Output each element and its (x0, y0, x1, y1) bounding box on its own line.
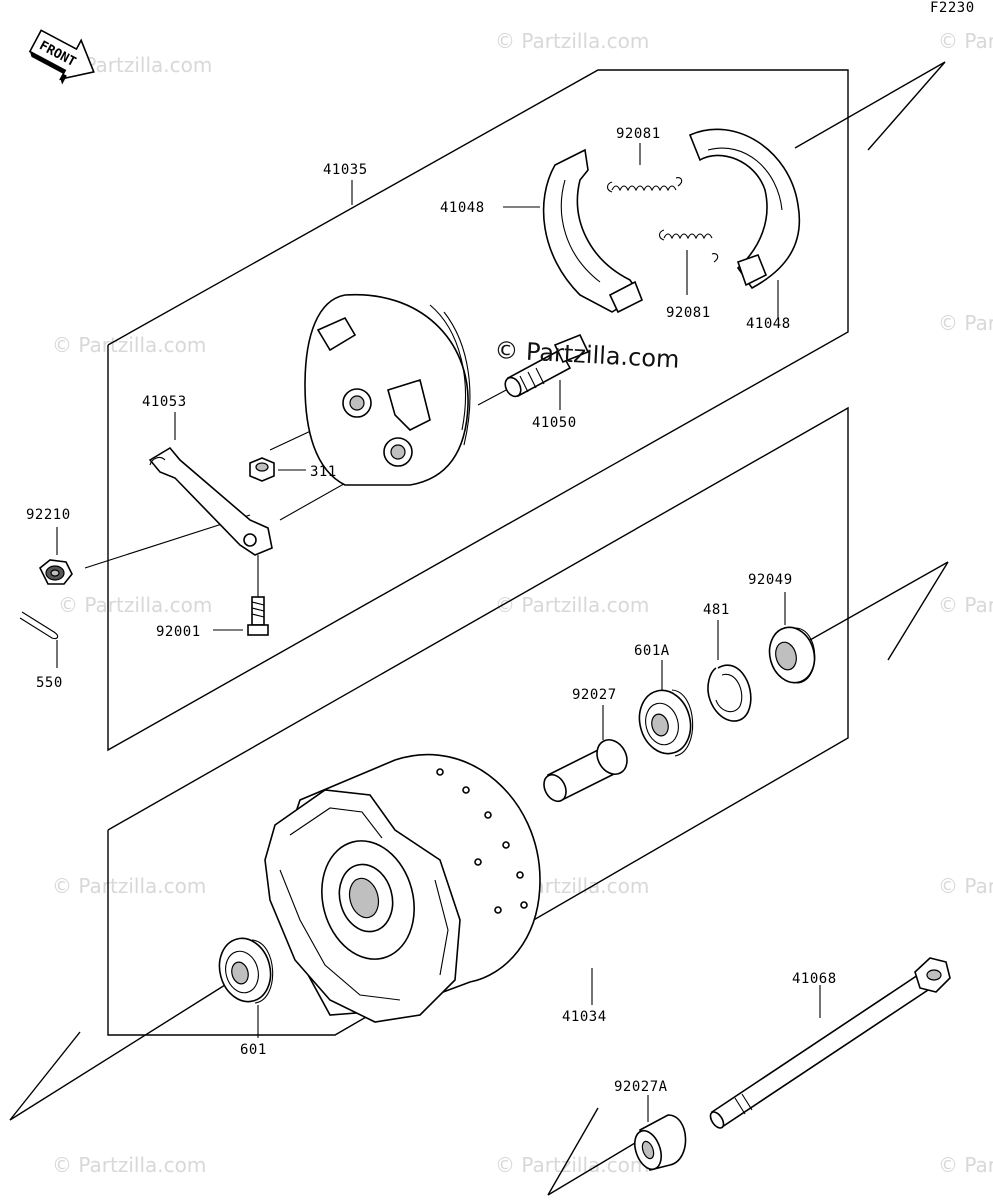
brake-shoe-left-41048 (542, 148, 644, 314)
spring-92081-bottom (658, 229, 719, 263)
label-41050[interactable]: 41050 (532, 415, 577, 431)
watermark: © Partzilla.com (52, 333, 206, 357)
label-92081-bottom[interactable]: 92081 (666, 305, 711, 321)
watermark: © Partzilla.com (52, 1153, 206, 1177)
nut-92210 (38, 559, 73, 585)
brake-lever-41053 (148, 446, 273, 556)
watermark: © Partzilla.com (938, 29, 993, 53)
brake-shoe-right-41048 (688, 128, 801, 290)
watermark: © Partzilla.com (495, 593, 649, 617)
label-92049[interactable]: 92049 (748, 572, 793, 588)
label-92027[interactable]: 92027 (572, 687, 617, 703)
label-550[interactable]: 550 (36, 675, 63, 691)
brake-cam-41050 (504, 333, 590, 398)
watermark: © Partzilla.com (938, 1153, 993, 1177)
collar-92027 (543, 739, 628, 803)
part-labels: 41035 41048 92081 92081 41048 41050 4105… (26, 126, 837, 1095)
oil-seal-92049 (768, 626, 816, 684)
label-41048-left[interactable]: 41048 (440, 200, 485, 216)
front-hub-41034 (264, 753, 541, 1023)
brake-panel-41035 (304, 293, 471, 486)
bearing-601 (218, 937, 274, 1004)
bolt-92001 (247, 596, 269, 636)
circlip-481 (707, 664, 752, 722)
label-481[interactable]: 481 (703, 602, 730, 618)
watermark: © Partzilla.com (938, 593, 993, 617)
label-601A[interactable]: 601A (634, 643, 670, 659)
watermark: © Partzilla.com (52, 874, 206, 898)
hub-group-outline (9, 406, 949, 1196)
watermark: © Partzilla.com (938, 311, 993, 335)
label-92001[interactable]: 92001 (156, 624, 201, 640)
watermark: © Partzilla.com (495, 1153, 649, 1177)
main-watermark: © Partzilla.com (494, 336, 680, 374)
brake-panel-group-outline (107, 61, 946, 752)
label-41034[interactable]: 41034 (562, 1009, 607, 1025)
label-92210[interactable]: 92210 (26, 507, 71, 523)
spring-92081-top (606, 177, 683, 193)
watermark: © Partzilla.com (58, 593, 212, 617)
watermarks: © Partzilla.com © Partzilla.com © Partzi… (52, 29, 993, 1177)
axle-41068 (709, 957, 951, 1129)
label-311[interactable]: 311 (310, 464, 337, 480)
label-41048-right[interactable]: 41048 (746, 316, 791, 332)
label-41035[interactable]: 41035 (323, 162, 368, 178)
label-41053[interactable]: 41053 (142, 394, 187, 410)
watermark: © Partzilla.com (495, 29, 649, 53)
label-601[interactable]: 601 (240, 1042, 267, 1058)
label-92081-top[interactable]: 92081 (616, 126, 661, 142)
bearing-601A (638, 689, 694, 757)
label-92027A[interactable]: 92027A (614, 1079, 668, 1095)
label-41068[interactable]: 41068 (792, 971, 837, 987)
nut-311 (249, 457, 275, 482)
watermark: © Partzilla.com (938, 874, 993, 898)
collar-92027A (634, 1114, 687, 1171)
cotter-pin-550 (19, 611, 59, 640)
figure-code: F2230 (930, 0, 975, 16)
main-watermark-text: © Partzilla.com (494, 336, 680, 374)
